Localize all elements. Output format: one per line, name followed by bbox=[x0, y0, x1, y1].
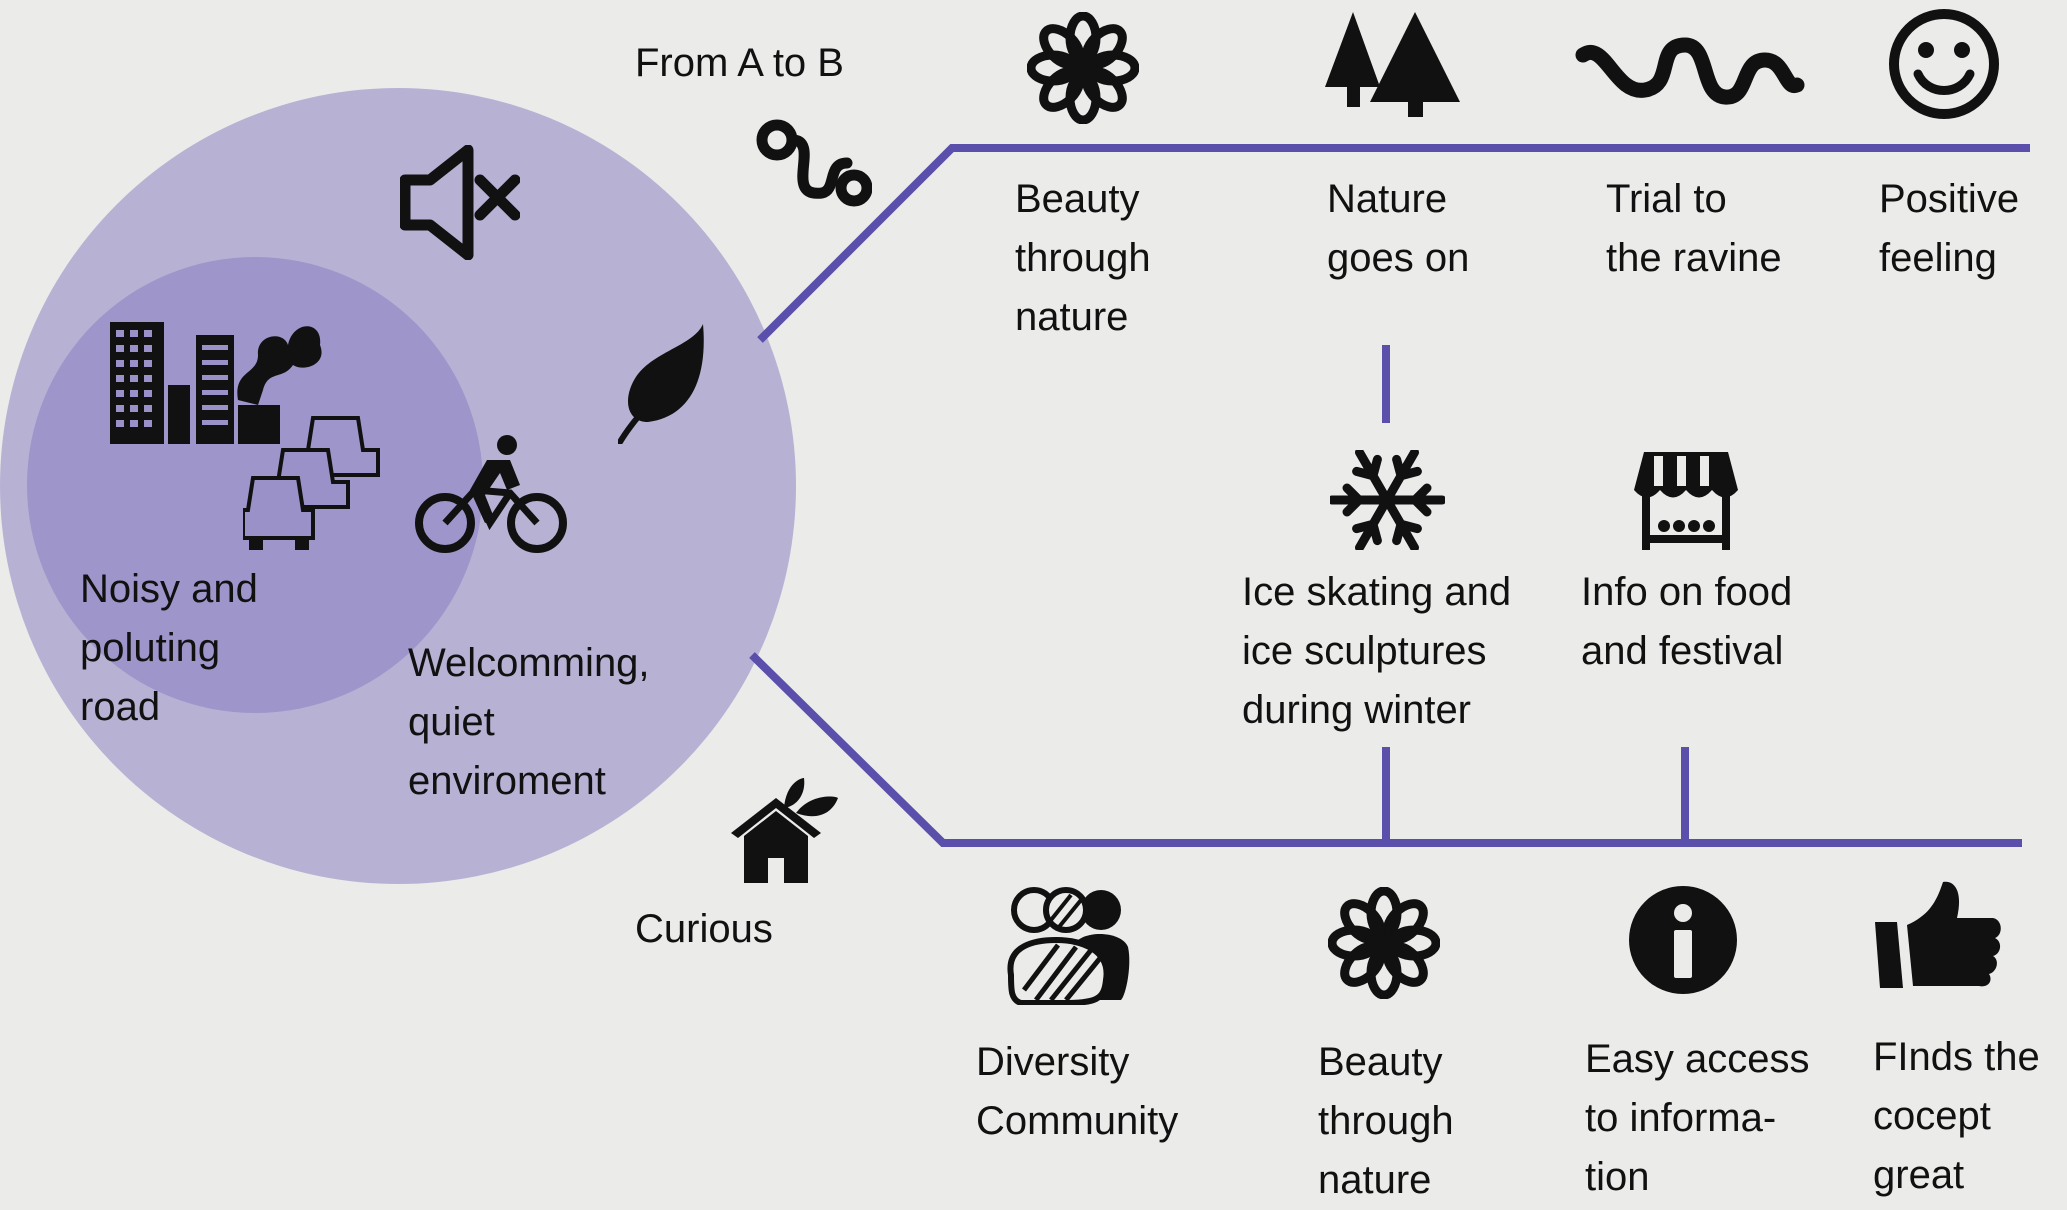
info-icon bbox=[1628, 885, 1738, 995]
lower-path-start-label: Curious bbox=[635, 907, 773, 951]
flower-icon bbox=[1328, 887, 1440, 999]
wavy-trail-icon bbox=[1575, 35, 1805, 115]
trees-icon bbox=[1325, 12, 1460, 117]
thumbs-up-icon bbox=[1875, 880, 2003, 988]
snowflake-icon bbox=[1330, 450, 1445, 550]
lower-step-label-4: FInds the cocept great bbox=[1873, 1035, 2040, 1197]
flower-icon bbox=[1027, 12, 1139, 124]
upper-path-line bbox=[757, 144, 2030, 343]
cyclist-icon bbox=[415, 435, 570, 555]
lower-step-label-2: Beauty through nature bbox=[1318, 1040, 1454, 1202]
lower-path-line bbox=[749, 652, 2022, 847]
lower-step-label-1: Diversity Community bbox=[976, 1040, 1179, 1143]
lower-step-label-3: Easy access to informa- tion bbox=[1585, 1037, 1810, 1199]
people-icon bbox=[1006, 885, 1131, 1005]
winding-route-icon bbox=[752, 118, 872, 213]
market-stall-icon bbox=[1632, 450, 1740, 550]
smiley-icon bbox=[1888, 8, 2000, 120]
mute-icon bbox=[400, 145, 520, 260]
leaf-icon bbox=[618, 322, 706, 444]
upper-step-label-3: Trial to the ravine bbox=[1606, 177, 1782, 280]
inner-circle-label: Noisy and poluting road bbox=[80, 567, 258, 729]
upper-path-start-label: From A to B bbox=[635, 41, 844, 85]
upper-step-label-2: Nature goes on bbox=[1327, 177, 1470, 280]
middle-step-label-1: Ice skating and ice sculptures during wi… bbox=[1242, 570, 1512, 732]
middle-step-label-2: Info on food and festival bbox=[1581, 570, 1793, 673]
upper-step-label-4: Positive feeling bbox=[1879, 177, 2020, 280]
upper-step-label-1: Beauty through nature bbox=[1015, 177, 1151, 339]
eco-house-icon bbox=[726, 778, 841, 883]
outer-circle-label: Welcomming, quiet enviroment bbox=[408, 641, 650, 803]
traffic-cars-icon bbox=[243, 410, 383, 550]
city-pollution-icon bbox=[108, 310, 323, 445]
